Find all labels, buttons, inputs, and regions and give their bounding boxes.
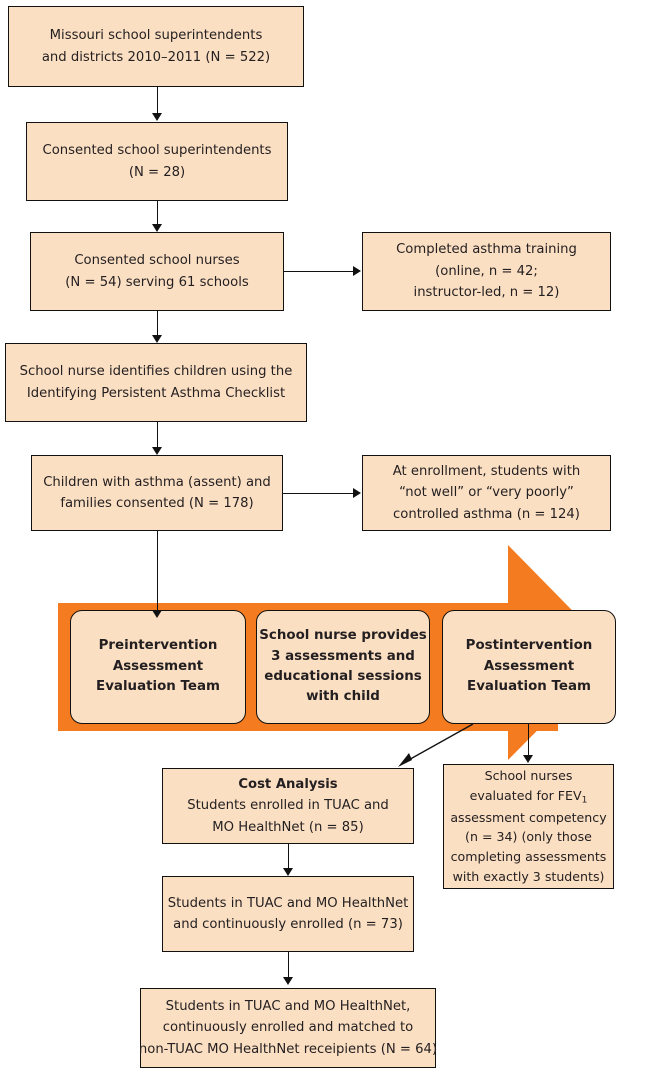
node-line: and districts 2010–2011 (N = 522) (41, 49, 271, 65)
arrowhead-down-icon (152, 113, 162, 121)
node-line: Preintervention (98, 638, 218, 654)
arrowhead-down-icon (283, 868, 293, 876)
node-nurses-evaluated: School nurses evaluated for FEV1 assessm… (443, 764, 614, 889)
node-line: (online, n = 42; (435, 263, 538, 279)
node-line: (n = 34) (only those (465, 829, 592, 845)
node-line: continuously enrolled and matched to (162, 1020, 414, 1036)
arrowhead-down-icon (523, 755, 533, 763)
connector-post-to-nurses-evaluated (528, 724, 529, 760)
arrowhead-down-icon (283, 977, 293, 985)
node-line-fev: evaluated for FEV1 (469, 787, 588, 806)
node-line: At enrollment, students with (392, 463, 581, 479)
node-line: MO HealthNet (n = 85) (212, 819, 364, 835)
node-line: families consented (N = 178) (60, 496, 254, 511)
connector-continuous-to-matched (288, 952, 289, 982)
node-line: School nurses (484, 767, 573, 783)
connector-post-to-cost-analysis (398, 723, 474, 767)
node-consented-nurses: Consented school nurses (N = 54) serving… (30, 232, 284, 311)
node-line: assessment competency (450, 809, 607, 825)
connector-children-to-enrollment (283, 493, 354, 494)
node-line: Children with asthma (assent) and (43, 474, 271, 490)
node-line: Assessment (112, 658, 204, 674)
node-line: with child (306, 689, 380, 705)
node-line: School nurse identifies children using t… (19, 364, 293, 380)
node-at-enrollment: At enrollment, students with “not well” … (362, 455, 611, 531)
arrowhead-down-icon (152, 447, 162, 455)
node-line: Identifying Persistent Asthma Checklist (26, 385, 286, 401)
node-nurse-identifies: School nurse identifies children using t… (5, 343, 307, 422)
connector-nurses-to-identifies (157, 311, 158, 340)
node-children-consented: Children with asthma (assent) and famili… (31, 455, 283, 531)
arrowhead-down-icon (152, 335, 162, 343)
connector-nurses-to-training (284, 271, 354, 272)
node-line: Students in TUAC and MO HealthNet (167, 895, 409, 911)
node-superintendents-pool: Missouri school superintendents and dist… (8, 6, 304, 87)
connector-identifies-to-children (157, 422, 158, 452)
connector-cost-to-continuous (288, 844, 289, 873)
node-postintervention: Postintervention Assessment Evaluation T… (442, 610, 616, 724)
node-line: controlled asthma (n = 124) (393, 506, 580, 522)
arrowhead-down-icon (152, 224, 162, 232)
node-line: School nurse provides (259, 628, 427, 644)
node-line: and continuously enrolled (n = 73) (173, 917, 403, 932)
node-matched-recipients: Students in TUAC and MO HealthNet, conti… (138, 988, 438, 1068)
node-line: Evaluation Team (467, 679, 591, 695)
node-line: Consented school superintendents (42, 143, 272, 159)
node-line: 3 assessments and (271, 648, 415, 664)
node-line: Students enrolled in TUAC and (187, 798, 389, 814)
node-line: instructor-led, n = 12) (413, 285, 560, 301)
node-line: Consented school nurses (74, 253, 240, 269)
node-line: (N = 28) (128, 164, 186, 180)
arrowhead-right-icon (353, 488, 361, 498)
arrowhead-right-icon (353, 266, 361, 276)
node-line: Students in TUAC and MO HealthNet, (165, 998, 411, 1014)
connector-superintendents-to-nurses (157, 201, 158, 229)
node-line: Evaluation Team (96, 679, 220, 695)
node-line: non-TUAC MO HealthNet receipients (N = 6… (138, 1041, 438, 1057)
node-continuously-enrolled: Students in TUAC and MO HealthNet and co… (162, 876, 414, 952)
node-preintervention: Preintervention Assessment Evaluation Te… (70, 610, 246, 724)
node-consented-superintendents: Consented school superintendents (N = 28… (26, 122, 288, 201)
connector-children-to-preintervention (157, 531, 158, 616)
node-line: Assessment (483, 658, 575, 674)
node-line: completing assessments (450, 849, 607, 865)
node-line: “not well” or “very poorly” (399, 485, 574, 501)
fev-subscript: 1 (581, 795, 588, 806)
node-line: Postintervention (465, 638, 593, 654)
node-cost-analysis: Cost Analysis Students enrolled in TUAC … (162, 768, 414, 844)
arrowhead-down-icon (152, 610, 162, 618)
connector-pool-to-superintendents (157, 87, 158, 116)
node-line: (N = 54) serving 61 schools (65, 274, 249, 290)
node-heading: Cost Analysis (238, 776, 338, 792)
node-line: Completed asthma training (396, 242, 577, 258)
node-nurse-provides-sessions: School nurse provides 3 assessments and … (256, 610, 430, 724)
node-completed-training: Completed asthma training (online, n = 4… (362, 232, 611, 311)
node-line: with exactly 3 students) (452, 869, 605, 885)
node-line: Missouri school superintendents (49, 28, 263, 44)
node-line: educational sessions (264, 669, 422, 684)
